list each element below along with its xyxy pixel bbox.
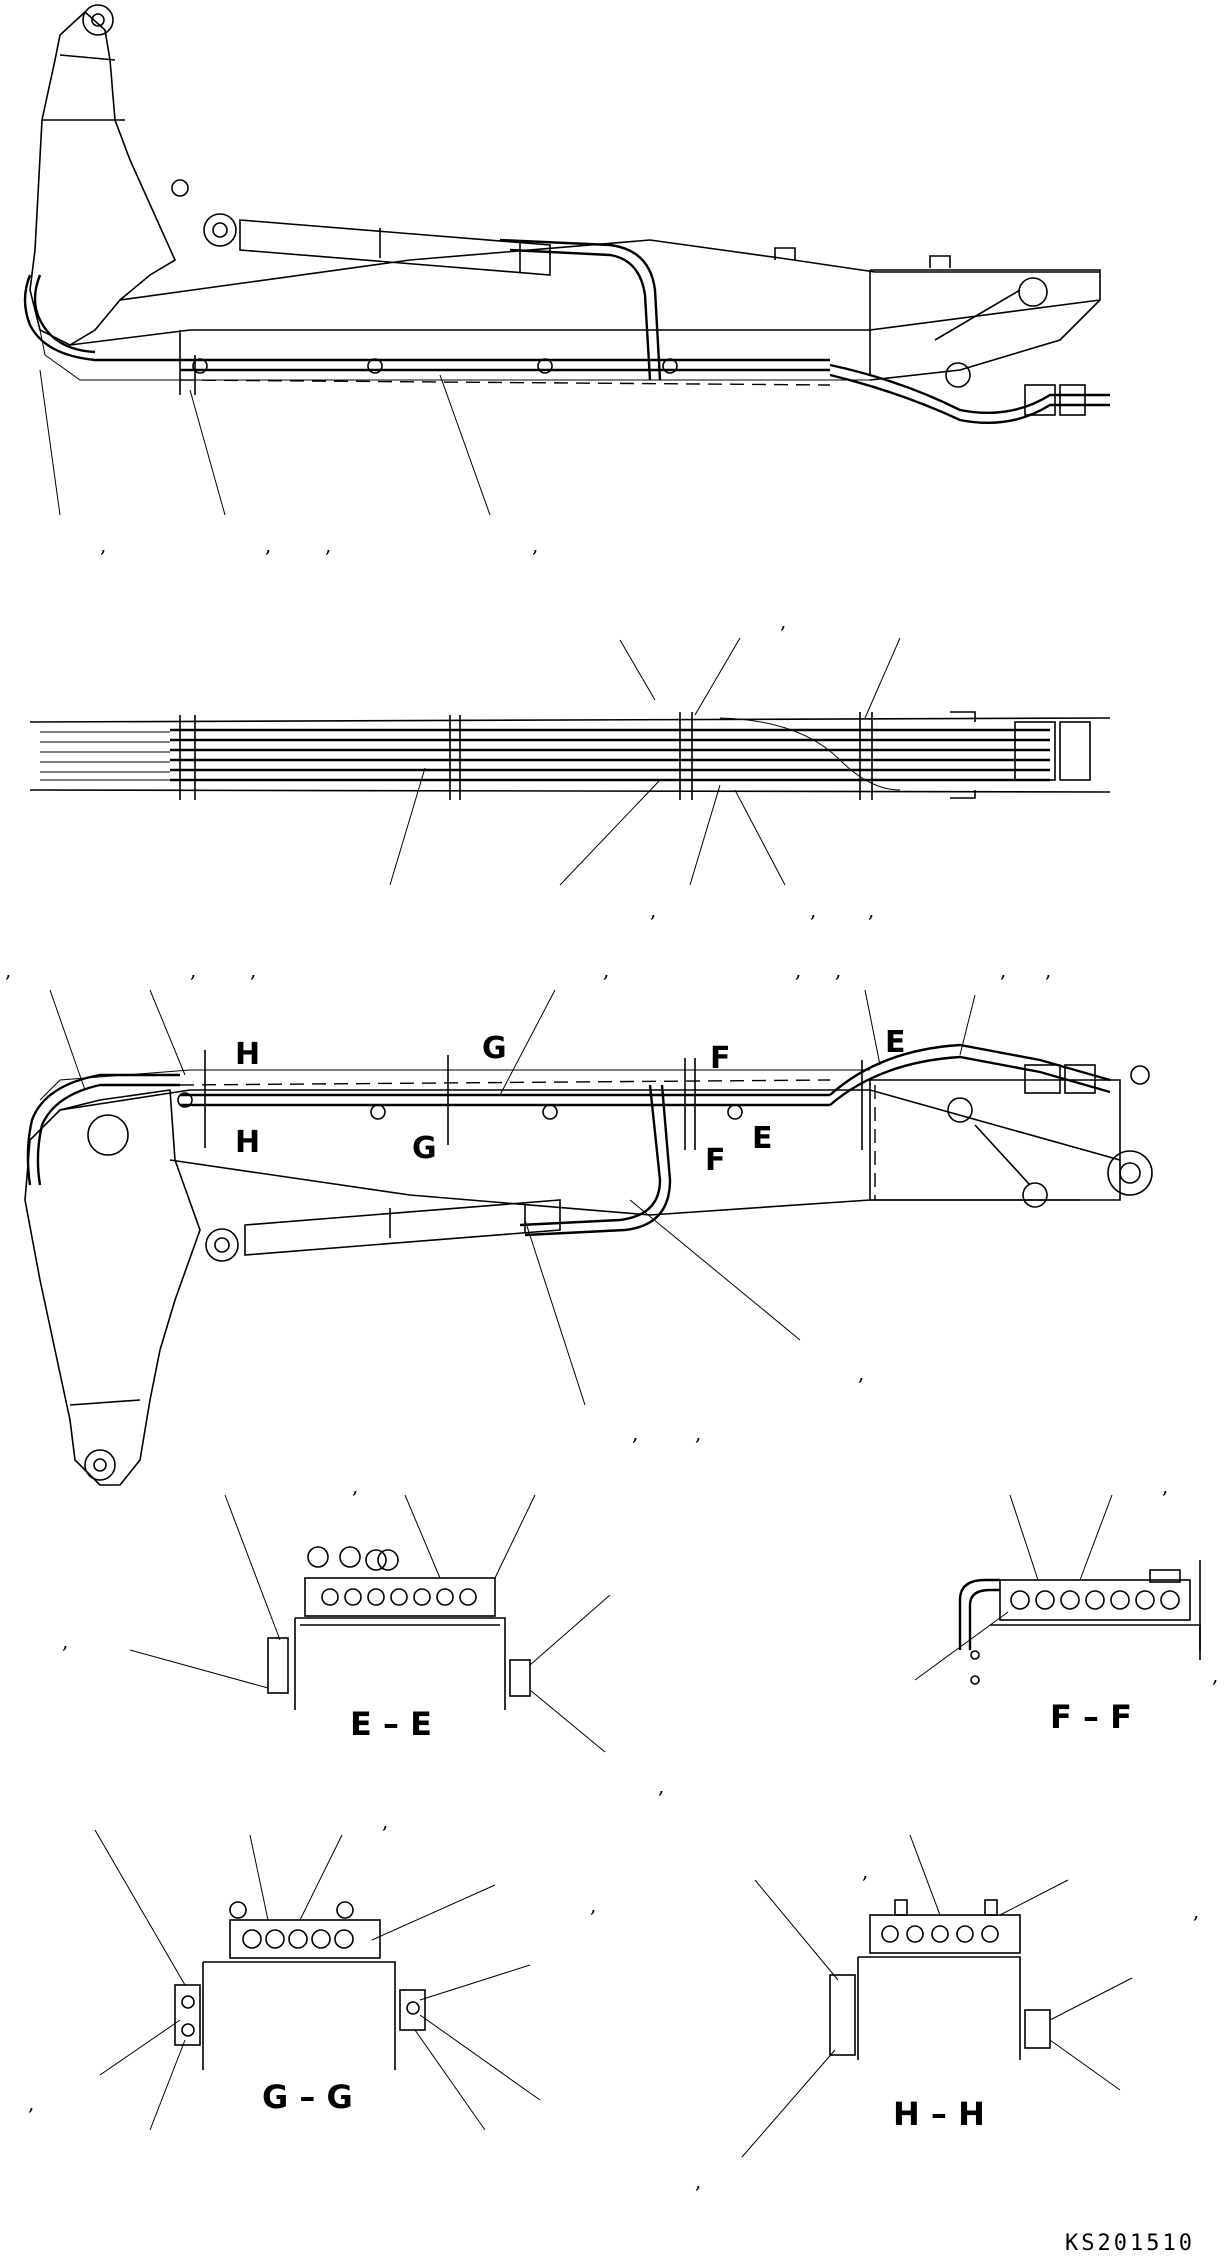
separator-comma: , xyxy=(1212,1663,1218,1687)
boom-top-view xyxy=(29,637,1111,886)
separator-comma: , xyxy=(265,533,271,557)
separator-comma: , xyxy=(868,898,874,922)
separator-comma: , xyxy=(532,533,538,557)
section-label-e-bottom: E xyxy=(752,1121,773,1156)
separator-comma: , xyxy=(352,1474,358,1498)
separator-comma: , xyxy=(1045,958,1051,982)
section-title-f-f: F – F xyxy=(1050,1698,1132,1736)
section-label-g-bottom: G xyxy=(412,1131,437,1166)
separator-comma: , xyxy=(810,898,816,922)
section-label-h-bottom: H xyxy=(235,1125,260,1160)
separator-comma: , xyxy=(28,2091,34,2115)
boom-side-view-bottom xyxy=(24,989,1153,1486)
separator-comma: , xyxy=(780,609,786,633)
separator-comma: , xyxy=(1162,1474,1168,1498)
section-label-f-bottom: F xyxy=(705,1143,726,1178)
section-label-f-top: F xyxy=(710,1041,731,1076)
separator-comma: , xyxy=(632,1421,638,1445)
section-h-h xyxy=(741,1834,1133,2158)
separator-comma: , xyxy=(382,1809,388,1833)
separator-comma: , xyxy=(1193,1899,1199,1923)
separator-comma: , xyxy=(650,898,656,922)
separator-comma: , xyxy=(695,1421,701,1445)
separator-comma: , xyxy=(858,1361,864,1385)
separator-comma: , xyxy=(325,533,331,557)
separator-comma: , xyxy=(695,2169,701,2193)
section-label-e-top: E xyxy=(885,1025,906,1060)
separator-comma: , xyxy=(5,958,11,982)
separator-comma: , xyxy=(100,533,106,557)
boom-side-view-top xyxy=(23,4,1110,516)
separator-comma: , xyxy=(862,1859,868,1883)
separator-comma: , xyxy=(190,958,196,982)
separator-comma: , xyxy=(250,958,256,982)
section-label-g-top: G xyxy=(482,1031,507,1066)
section-title-h-h: H – H xyxy=(893,2095,985,2133)
section-title-g-g: G – G xyxy=(262,2078,353,2116)
drawing-code: KS201510 xyxy=(1065,2231,1195,2256)
separator-comma: , xyxy=(590,1893,596,1917)
section-title-e-e: E – E xyxy=(350,1705,432,1743)
separator-comma: , xyxy=(658,1774,664,1798)
separator-comma: , xyxy=(1000,958,1006,982)
section-e-e xyxy=(129,1494,611,1753)
section-f-f xyxy=(914,1494,1201,1685)
separator-comma: , xyxy=(62,1629,68,1653)
separator-comma: , xyxy=(795,958,801,982)
section-g-g xyxy=(94,1829,541,2131)
separator-comma: , xyxy=(835,958,841,982)
separator-comma: , xyxy=(603,958,609,982)
section-label-h-top: H xyxy=(235,1037,260,1072)
